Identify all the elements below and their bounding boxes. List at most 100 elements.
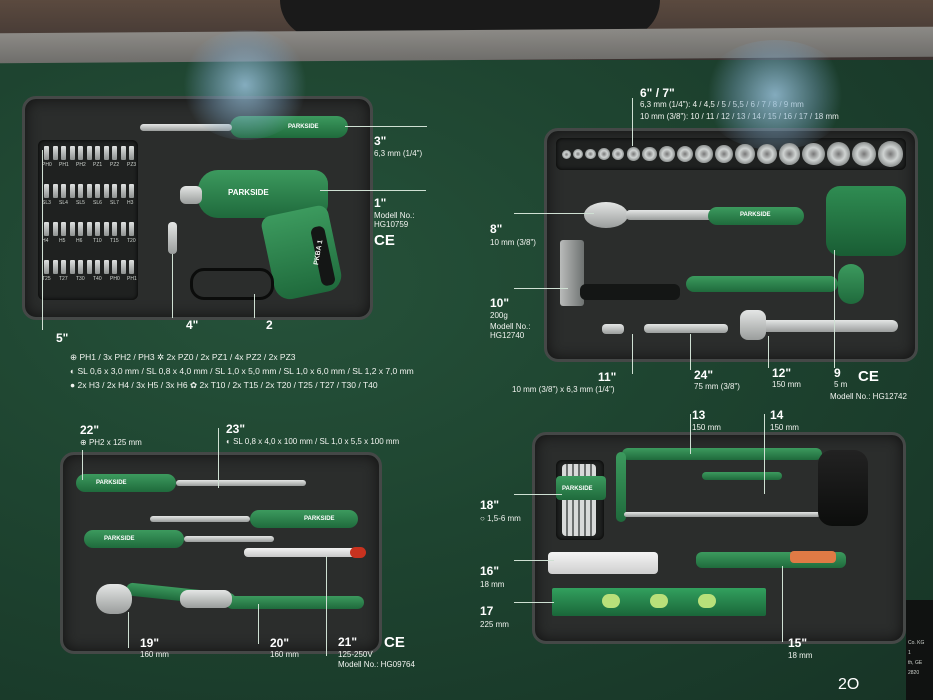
screwdriver-22-brand: PARKSIDE [96,480,127,486]
bit-code-label: H4 [42,238,49,244]
bit-ph-icon: ⊕ [70,352,80,362]
screwdriver-bit [44,222,49,236]
bit-code-label: T27 [59,276,68,282]
ratchet-handle [708,207,804,225]
leader-line-12 [768,336,769,368]
label-17: 17 [480,604,494,618]
socket [573,149,583,159]
leader-line-6-7 [632,98,633,146]
label-1-model: HG10759 [374,220,409,229]
side-text-4: 2820 [908,670,920,676]
label-13: 13 [692,408,706,422]
socket-adapter [602,324,624,334]
label-21-model: Modell No.: HG09764 [338,660,415,669]
label-22: 22" [80,423,100,437]
label-20: 20" [270,636,290,650]
socket [584,148,596,160]
label-21: 21" [338,635,358,649]
bit-code-label: PH1 [59,162,69,168]
bit-code-label: PZ1 [93,162,103,168]
label-10: 10" [490,296,510,310]
pry-bar-hook [838,264,864,304]
screwdriver-bit [86,184,92,198]
label-9-spec: 5 m [834,380,848,389]
screwdriver-bit [112,260,117,274]
label-1: 1" [374,196,387,210]
leader-line-19 [128,612,129,648]
label-20-spec: 160 mm [270,650,299,659]
light-glare-right [700,40,850,150]
socket [642,146,657,162]
socket [597,148,610,160]
screwdriver-bit [103,222,109,236]
screwdriver-bit [61,222,66,236]
socket [826,142,850,166]
leader-line-2 [254,294,255,318]
label-3-spec: 6,3 mm (1/4") [374,149,423,158]
screwdriver-brand: PARKSIDE [288,124,319,130]
hex-key-brand: PARKSIDE [562,486,593,492]
label-22-spec: ⊕ PH2 x 125 mm [80,438,142,447]
side-text-3: th, GE [908,660,923,666]
label-18-spec: ○ 1,5-6 mm [480,514,521,523]
hacksaw-frame-top [622,448,822,460]
screwdriver-bit [120,146,126,160]
leader-line-8 [514,213,594,214]
bit-code-label: PH0 [42,162,52,168]
screwdriver-bit [112,222,117,236]
leader-line-4 [172,254,173,318]
socket [695,145,713,163]
label-24: 24" [694,368,714,382]
adjustable-wrench [748,320,898,332]
light-glare-left [180,30,310,140]
ratchet-neck [626,210,714,220]
box-side-panel [906,600,933,700]
label-19: 19" [140,636,160,650]
label-15-spec: 18 mm [788,651,813,660]
leader-line-20 [258,604,259,644]
screwdriver-bit [112,146,117,160]
hex-key-icon: ○ [480,514,488,523]
bit-code-label: H5 [59,238,66,244]
leader-line-24 [690,334,691,370]
leader-line-10 [514,288,568,289]
screwdriver-bit [112,184,117,198]
label-12-spec: 150 mm [772,380,801,389]
leader-line-17 [514,602,554,603]
label-3: 3" [374,134,387,148]
leader-line-1 [320,190,426,191]
screwdriver-bit [86,222,92,236]
screwdriver-bit [129,184,134,198]
screwdriver-bit [120,184,126,198]
screwdriver-bit [103,146,109,160]
wrench-jaw [740,310,766,340]
bit-code-label: SL5 [76,200,85,206]
label-1-model-label: Modell No.: [374,211,415,220]
screwdriver-bit [61,146,66,160]
label-15: 15" [788,636,808,650]
screwdriver-bit [95,222,100,236]
label-19-spec: 160 mm [140,650,169,659]
bit-holder-slot [38,140,138,300]
plier-jaw [180,590,232,608]
ce-mark-tester: CE [384,634,405,651]
screwdriver-bit [52,222,58,236]
screwdriver-bit [69,222,75,236]
socket [562,149,571,159]
screwdriver-23a-brand: PARKSIDE [304,516,335,522]
screwdriver-bit [44,260,49,274]
utility-knife-slider [790,551,836,563]
hacksaw-blade [624,512,820,517]
socket [878,141,904,167]
pry-bar-handle [686,276,838,292]
socket [756,143,778,165]
label-14: 14 [770,408,784,422]
socket [852,141,877,167]
bit-code-label: T25 [42,276,51,282]
screwdriver-23a-shaft [150,516,250,522]
hex-key-holder [556,476,606,500]
bits-row-2: ◐ SL 0,6 x 3,0 mm / SL 0,8 x 4,0 mm / SL… [70,366,414,376]
extension-bar [644,324,728,333]
label-9-model: Modell No.: HG12742 [830,392,907,401]
